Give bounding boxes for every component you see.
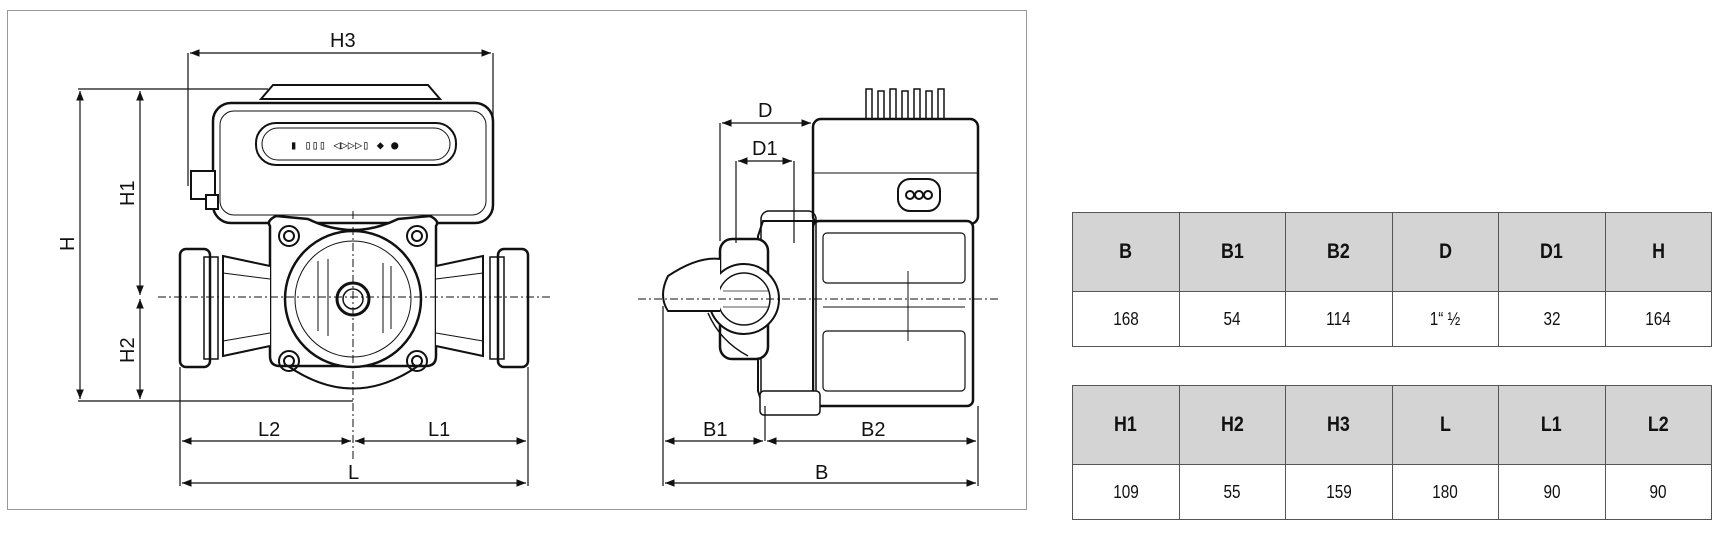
value-cell: 159 xyxy=(1285,464,1393,520)
svg-text:▮ ▯▯▯ ◁▷▷▷▯ ◆ ●: ▮ ▯▯▯ ◁▷▷▷▯ ◆ ● xyxy=(290,138,399,152)
header-cell: B xyxy=(1072,212,1180,292)
table-row: 109 55 159 180 90 90 xyxy=(1072,464,1712,520)
label-l2: L2 xyxy=(258,419,280,441)
value-cell: 32 xyxy=(1498,291,1606,347)
value-cell: 164 xyxy=(1604,291,1712,347)
header-cell: H3 xyxy=(1285,385,1393,465)
dimension-table-1: B B1 B2 D D1 H 168 54 114 1“ ½ 32 164 xyxy=(1072,212,1712,347)
header-cell: L1 xyxy=(1498,385,1606,465)
value-cell: 90 xyxy=(1604,464,1712,520)
table-header-row: H1 H2 H3 L L1 L2 xyxy=(1072,385,1712,465)
front-view-pump: ▮ ▯▯▯ ◁▷▷▷▯ ◆ ● xyxy=(178,84,530,390)
header-cell: H xyxy=(1604,212,1712,292)
label-h3: H3 xyxy=(330,30,356,52)
value-cell: 168 xyxy=(1072,291,1180,347)
dimension-table-2: H1 H2 H3 L L1 L2 109 55 159 180 90 90 xyxy=(1072,385,1712,520)
value-cell: 90 xyxy=(1498,464,1606,520)
label-h: H xyxy=(57,237,79,251)
side-dimensions xyxy=(662,119,979,487)
pump-drawing-svg: ▮ ▯▯▯ ◁▷▷▷▯ ◆ ● xyxy=(57,30,998,487)
header-cell: B1 xyxy=(1178,212,1286,292)
header-cell: D1 xyxy=(1498,212,1606,292)
value-cell: 180 xyxy=(1391,464,1499,520)
label-l1: L1 xyxy=(428,419,450,441)
value-cell: 114 xyxy=(1285,291,1393,347)
label-l: L xyxy=(348,462,359,484)
header-cell: B2 xyxy=(1285,212,1393,292)
technical-drawing: ▮ ▯▯▯ ◁▷▷▷▯ ◆ ● xyxy=(7,10,1027,510)
table-row: 168 54 114 1“ ½ 32 164 xyxy=(1072,291,1712,347)
label-b2: B2 xyxy=(861,419,885,441)
front-dimensions xyxy=(76,49,529,487)
label-d: D xyxy=(758,100,772,122)
header-cell: H2 xyxy=(1178,385,1286,465)
value-cell: 1“ ½ xyxy=(1391,291,1499,347)
value-cell: 109 xyxy=(1072,464,1180,520)
table-header-row: B B1 B2 D D1 H xyxy=(1072,212,1712,292)
side-view-pump xyxy=(662,88,980,416)
label-b: B xyxy=(815,462,828,484)
header-cell: L xyxy=(1391,385,1499,465)
header-cell: H1 xyxy=(1072,385,1180,465)
value-cell: 54 xyxy=(1178,291,1286,347)
front-center-lines xyxy=(158,211,553,461)
label-b1: B1 xyxy=(703,419,727,441)
label-d1: D1 xyxy=(752,138,778,160)
label-h2: H2 xyxy=(117,337,139,363)
dimension-tables: B B1 B2 D D1 H 168 54 114 1“ ½ 32 164 H1… xyxy=(1072,212,1712,558)
header-cell: D xyxy=(1391,212,1499,292)
value-cell: 55 xyxy=(1178,464,1286,520)
header-cell: L2 xyxy=(1604,385,1712,465)
label-h1: H1 xyxy=(117,180,139,206)
